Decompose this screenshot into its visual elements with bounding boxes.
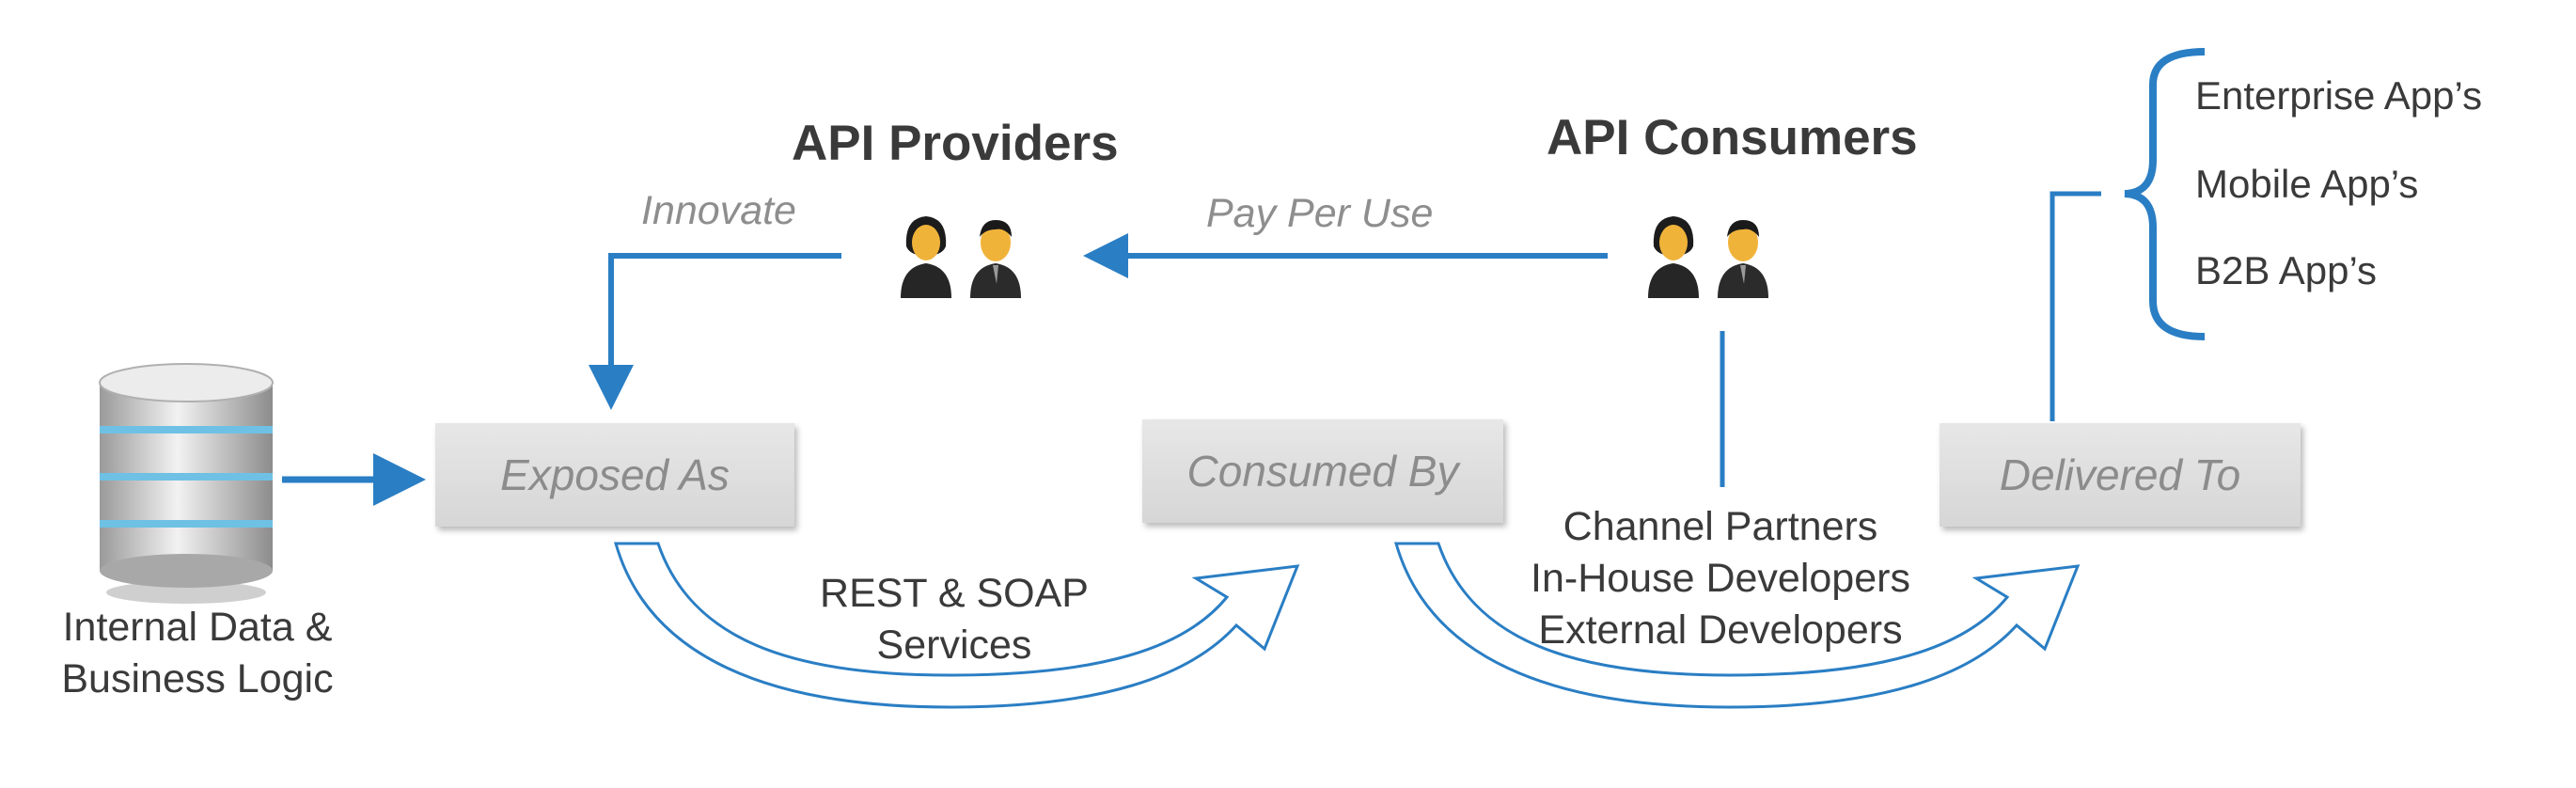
- database-icon: [99, 363, 274, 604]
- services-label: REST & SOAP Services: [766, 568, 1142, 671]
- apps-brace: [2124, 48, 2206, 340]
- providers-icon-group: [893, 209, 1029, 303]
- providers-heading: API Providers: [792, 116, 1119, 171]
- female-person-icon: [1648, 216, 1699, 298]
- stage-exposed-as: Exposed As: [435, 423, 794, 527]
- pay-per-use-label: Pay Per Use: [1206, 191, 1434, 236]
- services-label-line-1: REST & SOAP: [820, 571, 1089, 616]
- app-enterprise: Enterprise App’s: [2195, 73, 2483, 118]
- innovate-arrow: [589, 253, 841, 410]
- stage-delivered-to: Delivered To: [1940, 423, 2301, 527]
- consumer-type-channel-partners: Channel Partners: [1563, 504, 1878, 549]
- male-person-icon: [1718, 220, 1768, 298]
- stage-consumed-by: Consumed By: [1142, 419, 1503, 523]
- curved-arrow-consumed-delivered: [1394, 542, 2081, 709]
- source-label-line-1: Internal Data &: [62, 605, 333, 650]
- consumer-types-list: Channel Partners In-House Developers Ext…: [1476, 501, 1965, 656]
- female-person-icon: [901, 216, 951, 298]
- services-label-line-2: Services: [876, 623, 1032, 668]
- male-person-icon: [970, 220, 1021, 298]
- consumer-type-external-developers: External Developers: [1538, 607, 1903, 653]
- curved-arrow-exposed-consumed: [614, 542, 1300, 709]
- consumers-heading: API Consumers: [1547, 110, 1918, 165]
- source-label-line-2: Business Logic: [61, 656, 334, 701]
- delivered-connector-line: [2050, 191, 2101, 421]
- app-mobile: Mobile App’s: [2195, 162, 2419, 206]
- consumers-icon-group: [1641, 209, 1776, 303]
- innovate-label: Innovate: [641, 188, 796, 233]
- consumer-type-in-house-developers: In-House Developers: [1531, 556, 1910, 601]
- app-b2b: B2B App’s: [2195, 248, 2378, 292]
- source-label: Internal Data & Business Logic: [28, 602, 367, 705]
